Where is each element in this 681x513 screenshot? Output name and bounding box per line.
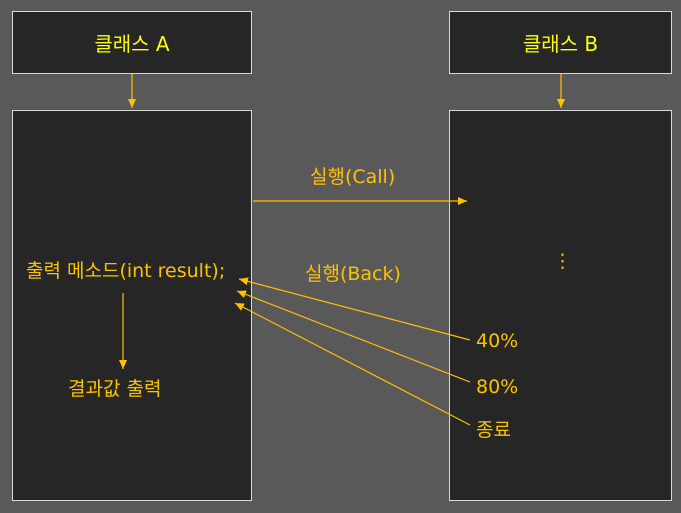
progress-80-label: 80%: [476, 376, 519, 398]
class-b-title: 클래스 B: [522, 32, 599, 56]
result-label: 결과값 출력: [68, 378, 162, 400]
arrow-back-end: [234, 302, 471, 426]
progress-40-label: 40%: [476, 330, 519, 352]
call-label: 실행(Call): [310, 166, 396, 188]
arrow-back-80: [236, 290, 471, 383]
back-label: 실행(Back): [305, 263, 401, 285]
arrow-back-40: [238, 277, 471, 341]
ellipsis-label: ⋮: [553, 250, 572, 272]
class-a-body: [12, 110, 252, 501]
class-b-body: [449, 110, 672, 501]
method-label: 출력 메소드(int result);: [26, 260, 226, 282]
end-label: 종료: [476, 419, 511, 441]
class-a-header: 클래스 A: [12, 11, 252, 74]
class-a-title: 클래스 A: [94, 32, 170, 56]
class-b-header: 클래스 B: [449, 11, 672, 74]
